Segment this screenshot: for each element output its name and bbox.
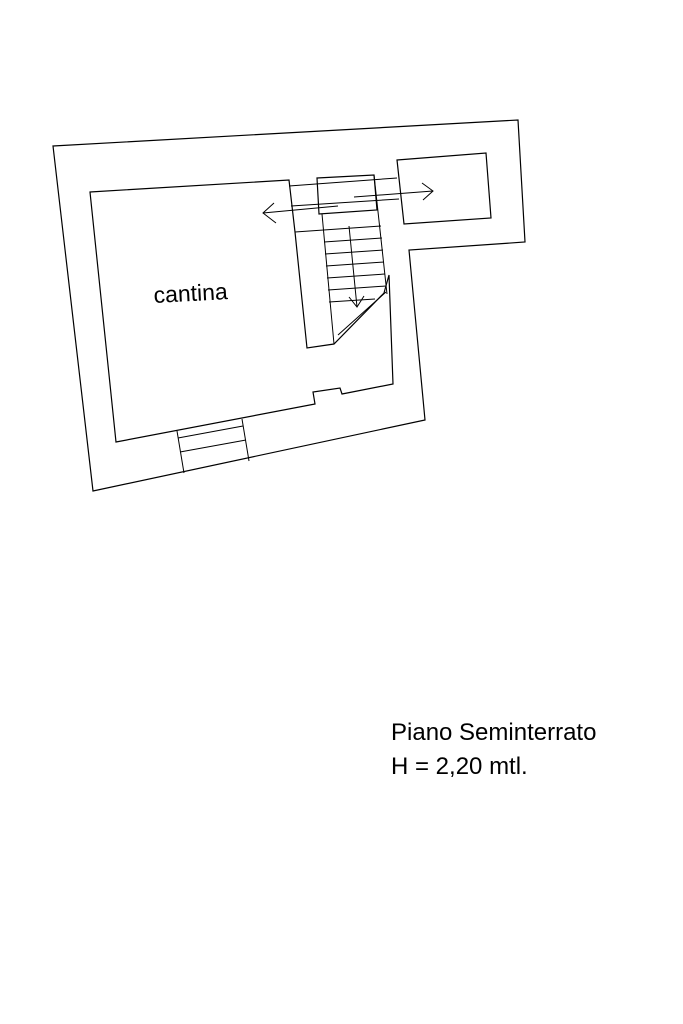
outer-wall	[52, 119, 526, 492]
stair-frame	[288, 174, 400, 295]
left-arrow	[262, 202, 339, 224]
right-arrow	[353, 182, 434, 201]
bottom-doorway	[176, 418, 250, 474]
ceiling-height: H = 2,20 mtl.	[391, 753, 528, 780]
room-label-cantina: cantina	[153, 278, 229, 308]
floor-name: Piano Seminterrato	[391, 719, 597, 746]
side-niche	[396, 152, 492, 225]
plan-caption: Piano Seminterrato H = 2,20 mtl.	[391, 716, 596, 784]
stair-treads	[294, 213, 387, 345]
down-arrow	[348, 225, 365, 308]
inner-room-outline	[89, 179, 394, 443]
stair-block	[316, 174, 378, 215]
